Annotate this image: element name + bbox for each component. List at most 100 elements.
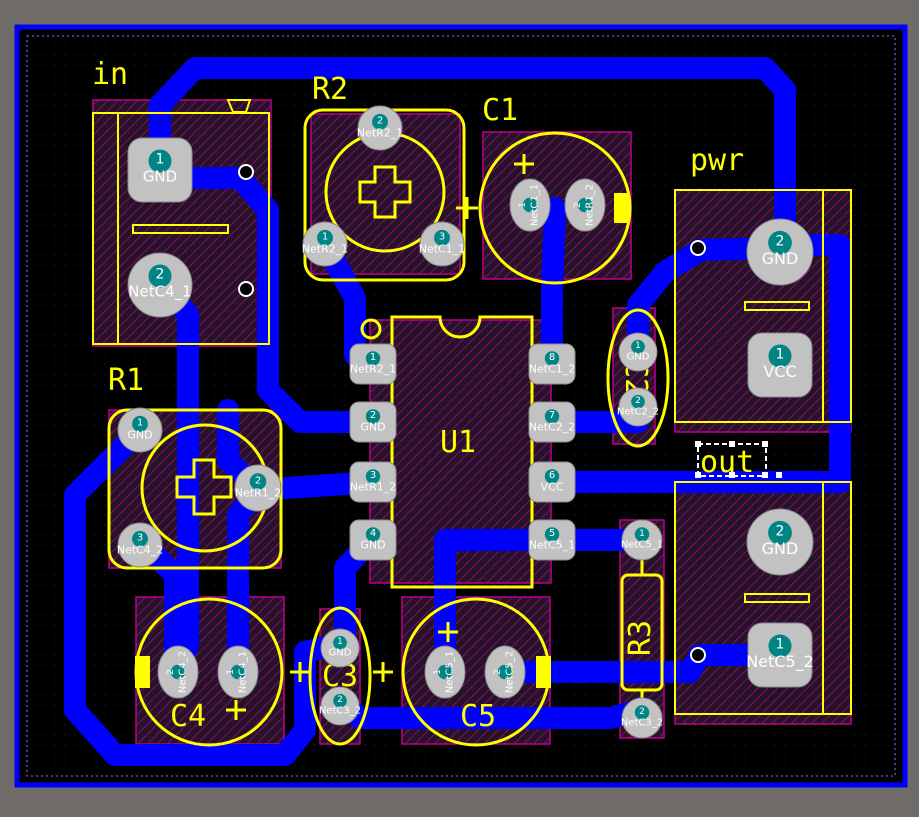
pad-number: 7 xyxy=(549,410,555,421)
pad-net-label: GND xyxy=(329,648,352,659)
pad-net-label: NetC2_2 xyxy=(529,420,576,433)
designator-c5: C5 xyxy=(460,699,496,734)
pad-net-label: GND xyxy=(143,167,177,185)
pad-net-label: NetC5_1 xyxy=(621,540,663,551)
designator-r2: R2 xyxy=(312,72,348,107)
pad-number: 2 xyxy=(776,233,785,249)
designator-in: in xyxy=(92,57,128,92)
pad-net-label: NetC5_1 xyxy=(445,651,456,693)
pad-net-label: NetC4_2 xyxy=(178,651,189,693)
pad-net-label: NetC1_1 xyxy=(419,242,466,255)
pad-net-label: NetR2_1 xyxy=(357,126,403,139)
pad-net-label: VCC xyxy=(541,480,564,493)
pad-number: 1 xyxy=(370,352,376,363)
pad-net-label: VCC xyxy=(763,362,796,381)
pad-net-label: NetC1_1 xyxy=(530,184,541,226)
pad-net-label: GND xyxy=(762,249,799,268)
pad-number: 1 xyxy=(322,232,328,243)
pad-number: 2 xyxy=(166,669,176,675)
designator-c4: C4 xyxy=(170,699,206,734)
pad-net-label: GND xyxy=(627,352,650,363)
pad-net-label: NetR2_1 xyxy=(302,242,348,255)
pad-number: 2 xyxy=(377,116,383,127)
pad-number: 1 xyxy=(776,347,785,363)
pad-number: 3 xyxy=(370,470,376,481)
designator-r3: R3 xyxy=(623,620,658,656)
pad-net-label: GND xyxy=(360,420,385,433)
pad-number: 2 xyxy=(573,202,583,208)
pad-number: 1 xyxy=(337,637,343,647)
pad-net-label: NetC4_1 xyxy=(128,282,191,301)
pad-number: 6 xyxy=(549,470,555,481)
pad-net-label: NetC5_1 xyxy=(529,538,576,551)
silkscreen-fills xyxy=(135,193,629,688)
pad-number: 2 xyxy=(493,669,503,675)
pad-number: 2 xyxy=(156,267,165,283)
aux-holes xyxy=(238,164,706,663)
pad-net-label: NetC2_2 xyxy=(617,407,659,418)
pad-number: 1 xyxy=(776,637,785,653)
pad-net-label: NetC4_2 xyxy=(117,543,164,556)
designators: in R2 C1 pwr R1 U1 out C4 C5 C3 C2 R3 xyxy=(92,57,754,734)
pad-net-label: NetC4_1 xyxy=(238,651,249,693)
pad-number: 1 xyxy=(518,202,528,208)
pad-net-label: NetC1_2 xyxy=(529,362,576,375)
pad-number: 2 xyxy=(639,707,645,717)
pad-number: 3 xyxy=(137,533,143,544)
pad-net-label: NetC3_2 xyxy=(621,718,663,729)
designator-pwr: pwr xyxy=(690,143,744,178)
pad-net-label: NetR2_1 xyxy=(350,362,396,375)
pad-net-label: NetC3_2 xyxy=(319,706,361,717)
pad-number: 2 xyxy=(635,396,641,406)
pad-net-label: GND xyxy=(360,538,385,551)
pad-number: 1 xyxy=(226,669,236,675)
pad-number: 2 xyxy=(337,695,343,705)
pad-number: 1 xyxy=(433,669,443,675)
pad-net-label: NetR1_2 xyxy=(350,480,396,493)
pad-number: 4 xyxy=(370,528,376,539)
pad-number: 1 xyxy=(635,341,641,351)
pad-number: 8 xyxy=(549,352,555,363)
designator-u1: U1 xyxy=(440,425,476,460)
pad-net-label: GND xyxy=(762,539,799,558)
pad-number: 2 xyxy=(255,475,261,486)
designator-out[interactable]: out xyxy=(700,445,754,480)
designator-r1: R1 xyxy=(108,363,144,398)
selection-box[interactable] xyxy=(695,441,782,478)
pad-net-label: NetC5_2 xyxy=(505,651,516,693)
